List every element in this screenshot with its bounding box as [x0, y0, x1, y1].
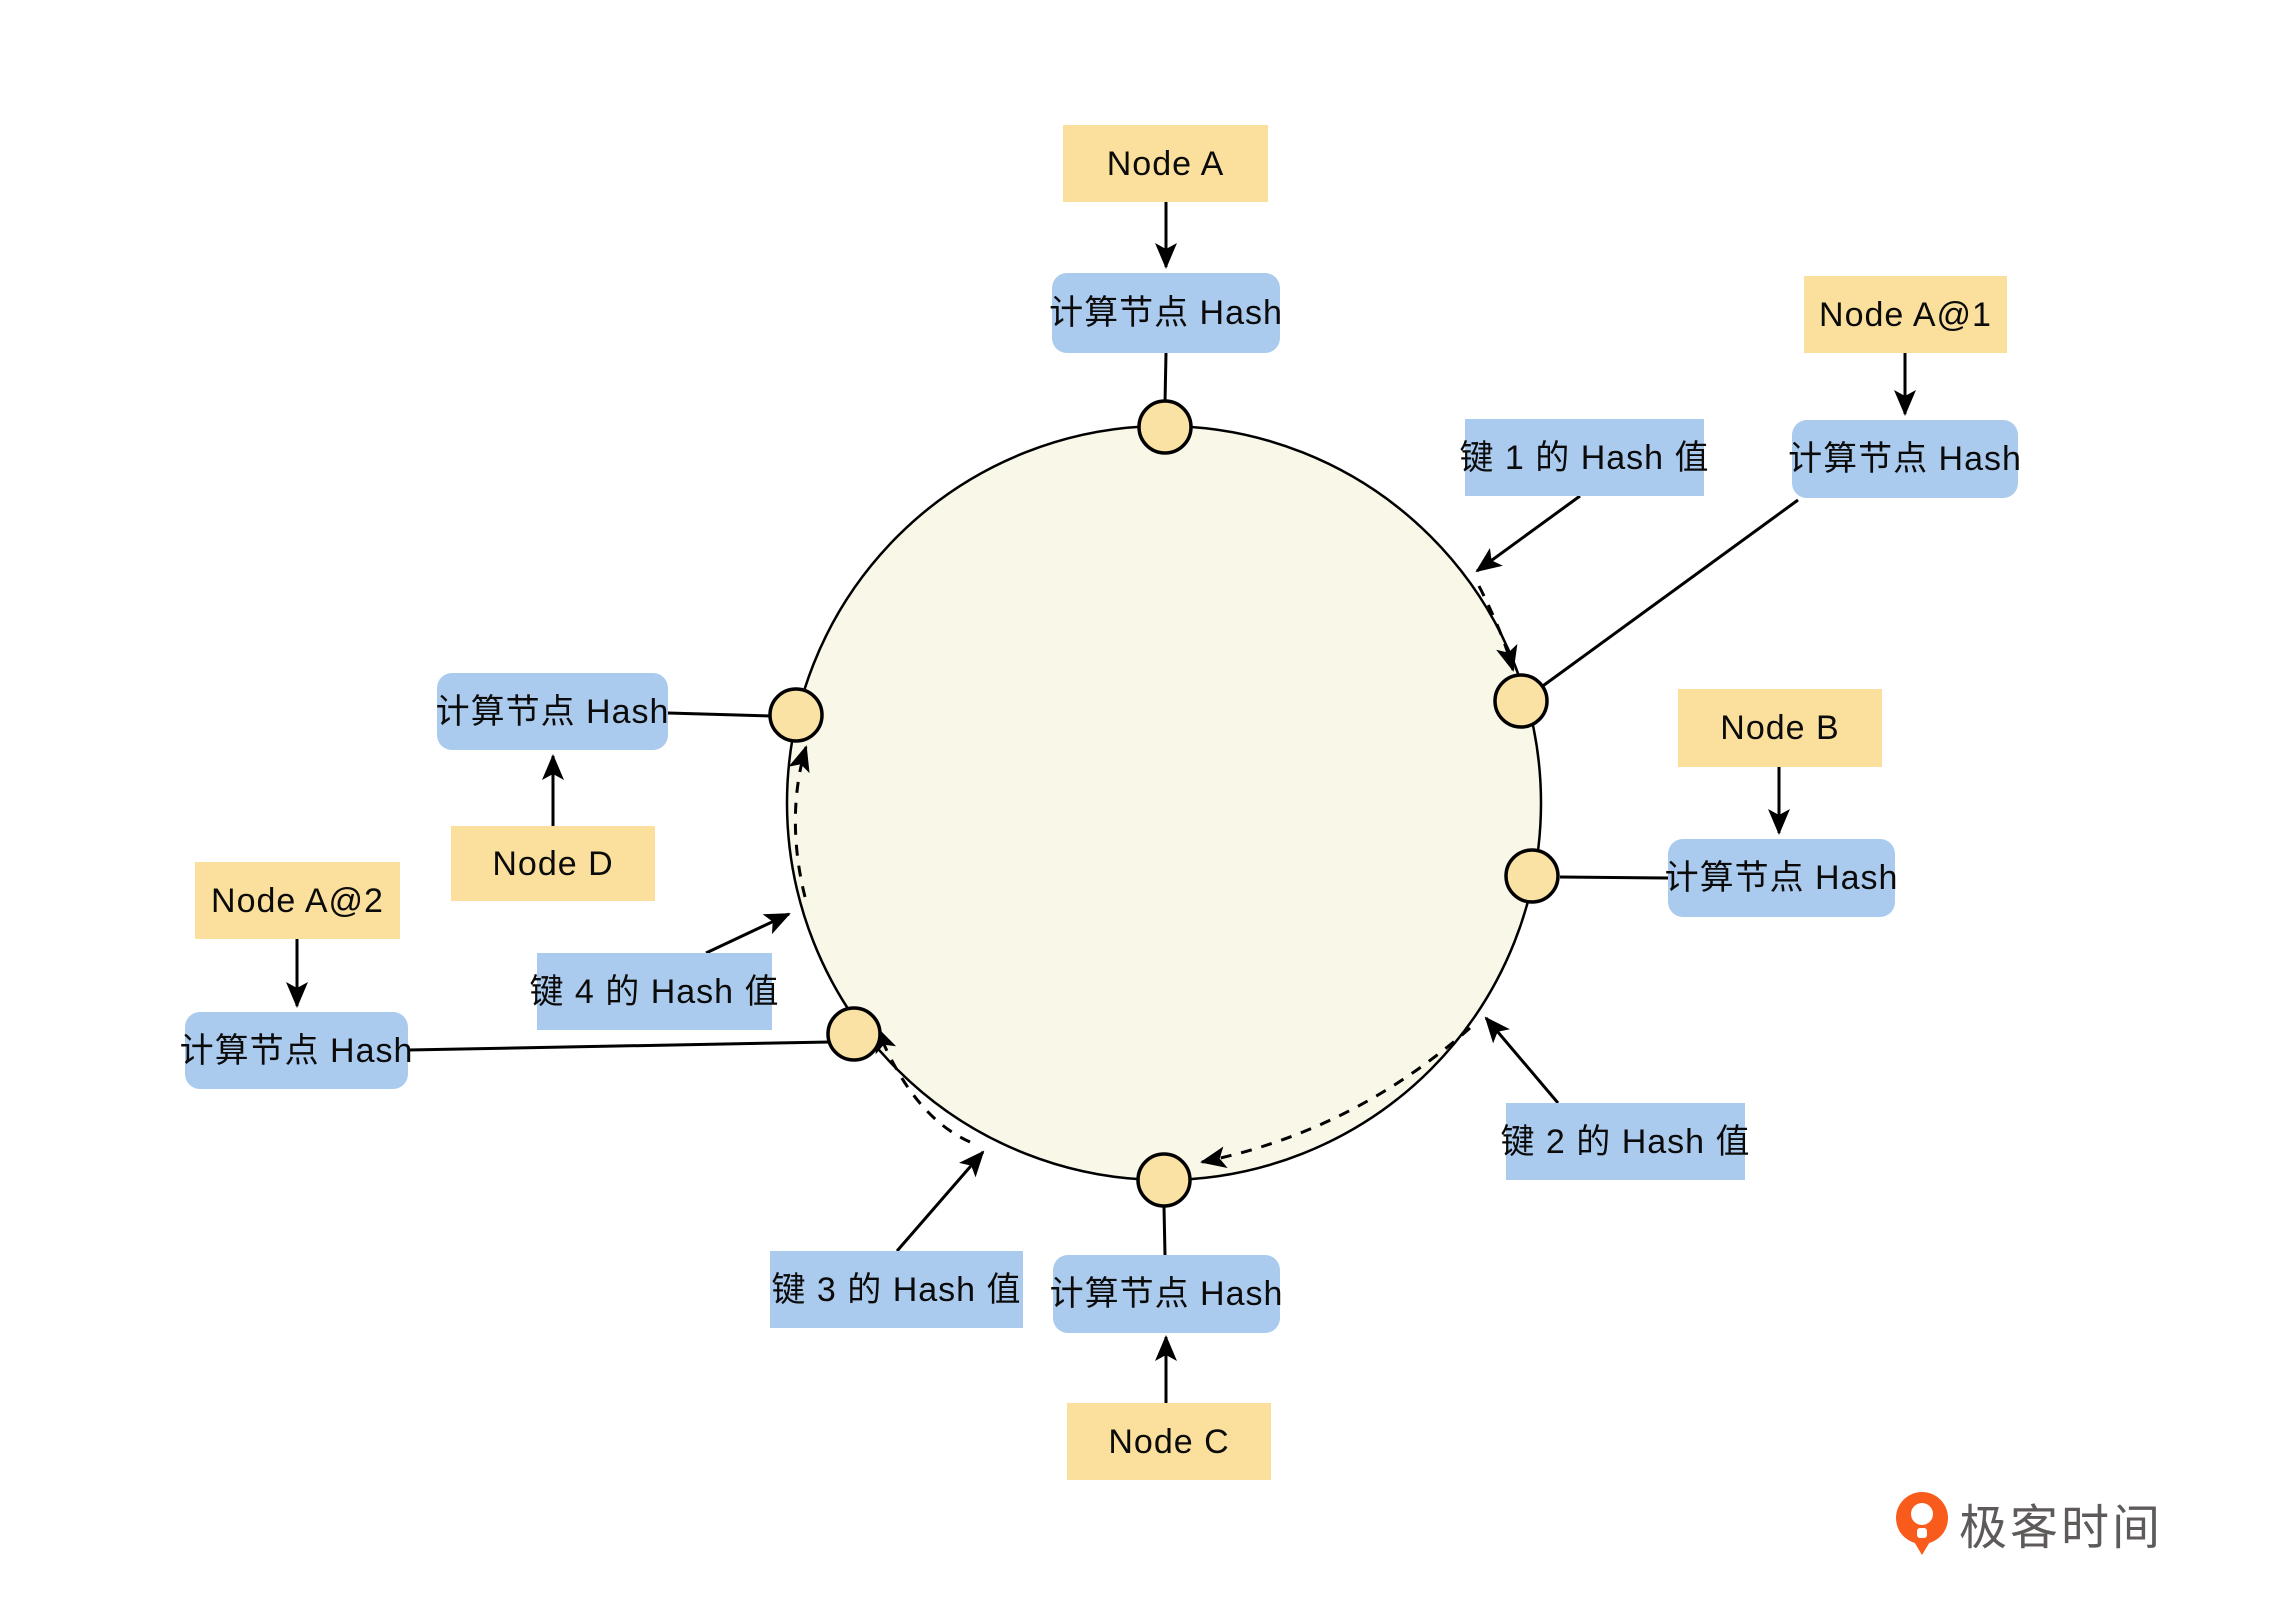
dashed-key3-to-node [875, 1026, 971, 1144]
hash-box-node-a1: 计算节点 Hash [1788, 420, 2021, 498]
ring-node-top [1137, 399, 1193, 455]
node-c-box: Node C [1067, 1403, 1271, 1480]
line-hash-a1-to-ring [1539, 498, 1799, 690]
ring-node-bottom [1136, 1152, 1192, 1208]
geektime-logo: 极客时间 [1893, 1488, 2163, 1558]
geektime-logo-text: 极客时间 [1959, 1502, 2164, 1555]
node-a1-box: Node A@1 [1804, 276, 2007, 353]
hash-box-node-d: 计算节点 Hash [436, 673, 668, 750]
node-d-box: Node D [451, 826, 655, 901]
ring-node-right [1504, 848, 1560, 904]
arrow-key1-to-ring [1475, 494, 1581, 573]
key4-hash-box: 键 4 的 Hash 值 [529, 953, 779, 1030]
hash-box-node-a: 计算节点 Hash [1049, 273, 1282, 353]
connector-lines [407, 352, 1799, 1256]
solid-arrows [286, 202, 1916, 1403]
hash-box-node-a2: 计算节点 Hash [180, 1012, 412, 1089]
key2-hash-box: 键 2 的 Hash 值 [1500, 1103, 1750, 1180]
node-b-box: Node B [1678, 689, 1882, 767]
line-hash-c-to-ring [1162, 1206, 1167, 1256]
dashed-arrows [788, 585, 1518, 1169]
dashed-key4-to-node [788, 745, 810, 898]
dashed-key2-to-node [1200, 1026, 1471, 1169]
ring-nodes [768, 399, 1560, 1208]
arrow-key2-to-ring [1484, 1016, 1560, 1104]
line-hash-a-to-ring [1163, 352, 1168, 404]
key1-hash-box: 键 1 的 Hash 值 [1459, 419, 1709, 496]
line-hash-b-to-ring [1559, 875, 1669, 880]
arrow-key4-to-ring [705, 912, 791, 955]
line-hash-d-to-ring [667, 711, 773, 718]
dashed-key1-to-node [1477, 585, 1518, 672]
ring-node-upper-left [768, 687, 824, 743]
hash-box-node-b: 计算节点 Hash [1665, 839, 1897, 917]
key3-hash-box: 键 3 的 Hash 值 [770, 1251, 1023, 1328]
arrow-key3-to-ring [895, 1150, 985, 1252]
line-hash-a2-to-ring [407, 1040, 831, 1052]
hash-box-node-c: 计算节点 Hash [1050, 1255, 1282, 1333]
ring-node-upper-right [1493, 673, 1549, 729]
hash-ring [785, 424, 1543, 1182]
node-a-box: Node A [1063, 125, 1268, 202]
geektime-logo-icon [1893, 1490, 1951, 1556]
node-a2-box: Node A@2 [195, 862, 400, 939]
ring-node-lower-left [826, 1006, 882, 1062]
